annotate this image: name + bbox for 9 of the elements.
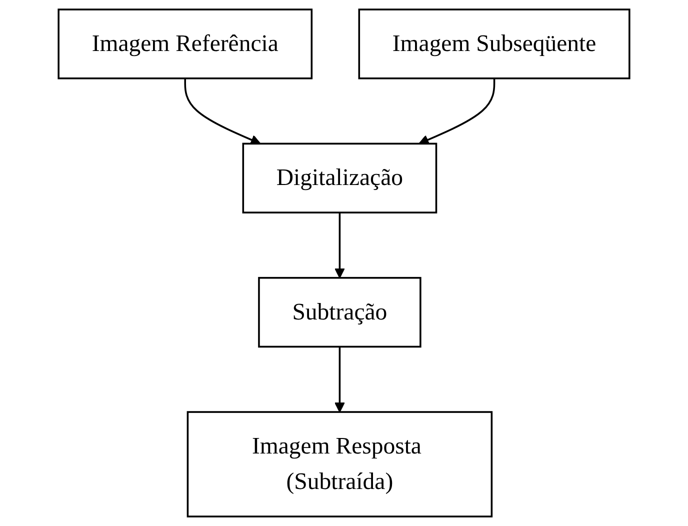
arrow	[184, 78, 261, 145]
node-box: Imagem Referência	[58, 8, 313, 80]
node-box: Subtração	[258, 276, 422, 348]
node-box: Digitalização	[242, 142, 438, 214]
arrow	[334, 346, 345, 412]
node-box: Imagem Subseqüente	[358, 8, 630, 80]
arrow	[334, 212, 345, 278]
arrow	[418, 78, 496, 145]
node-box: Imagem Resposta (Subtraída)	[186, 411, 493, 518]
